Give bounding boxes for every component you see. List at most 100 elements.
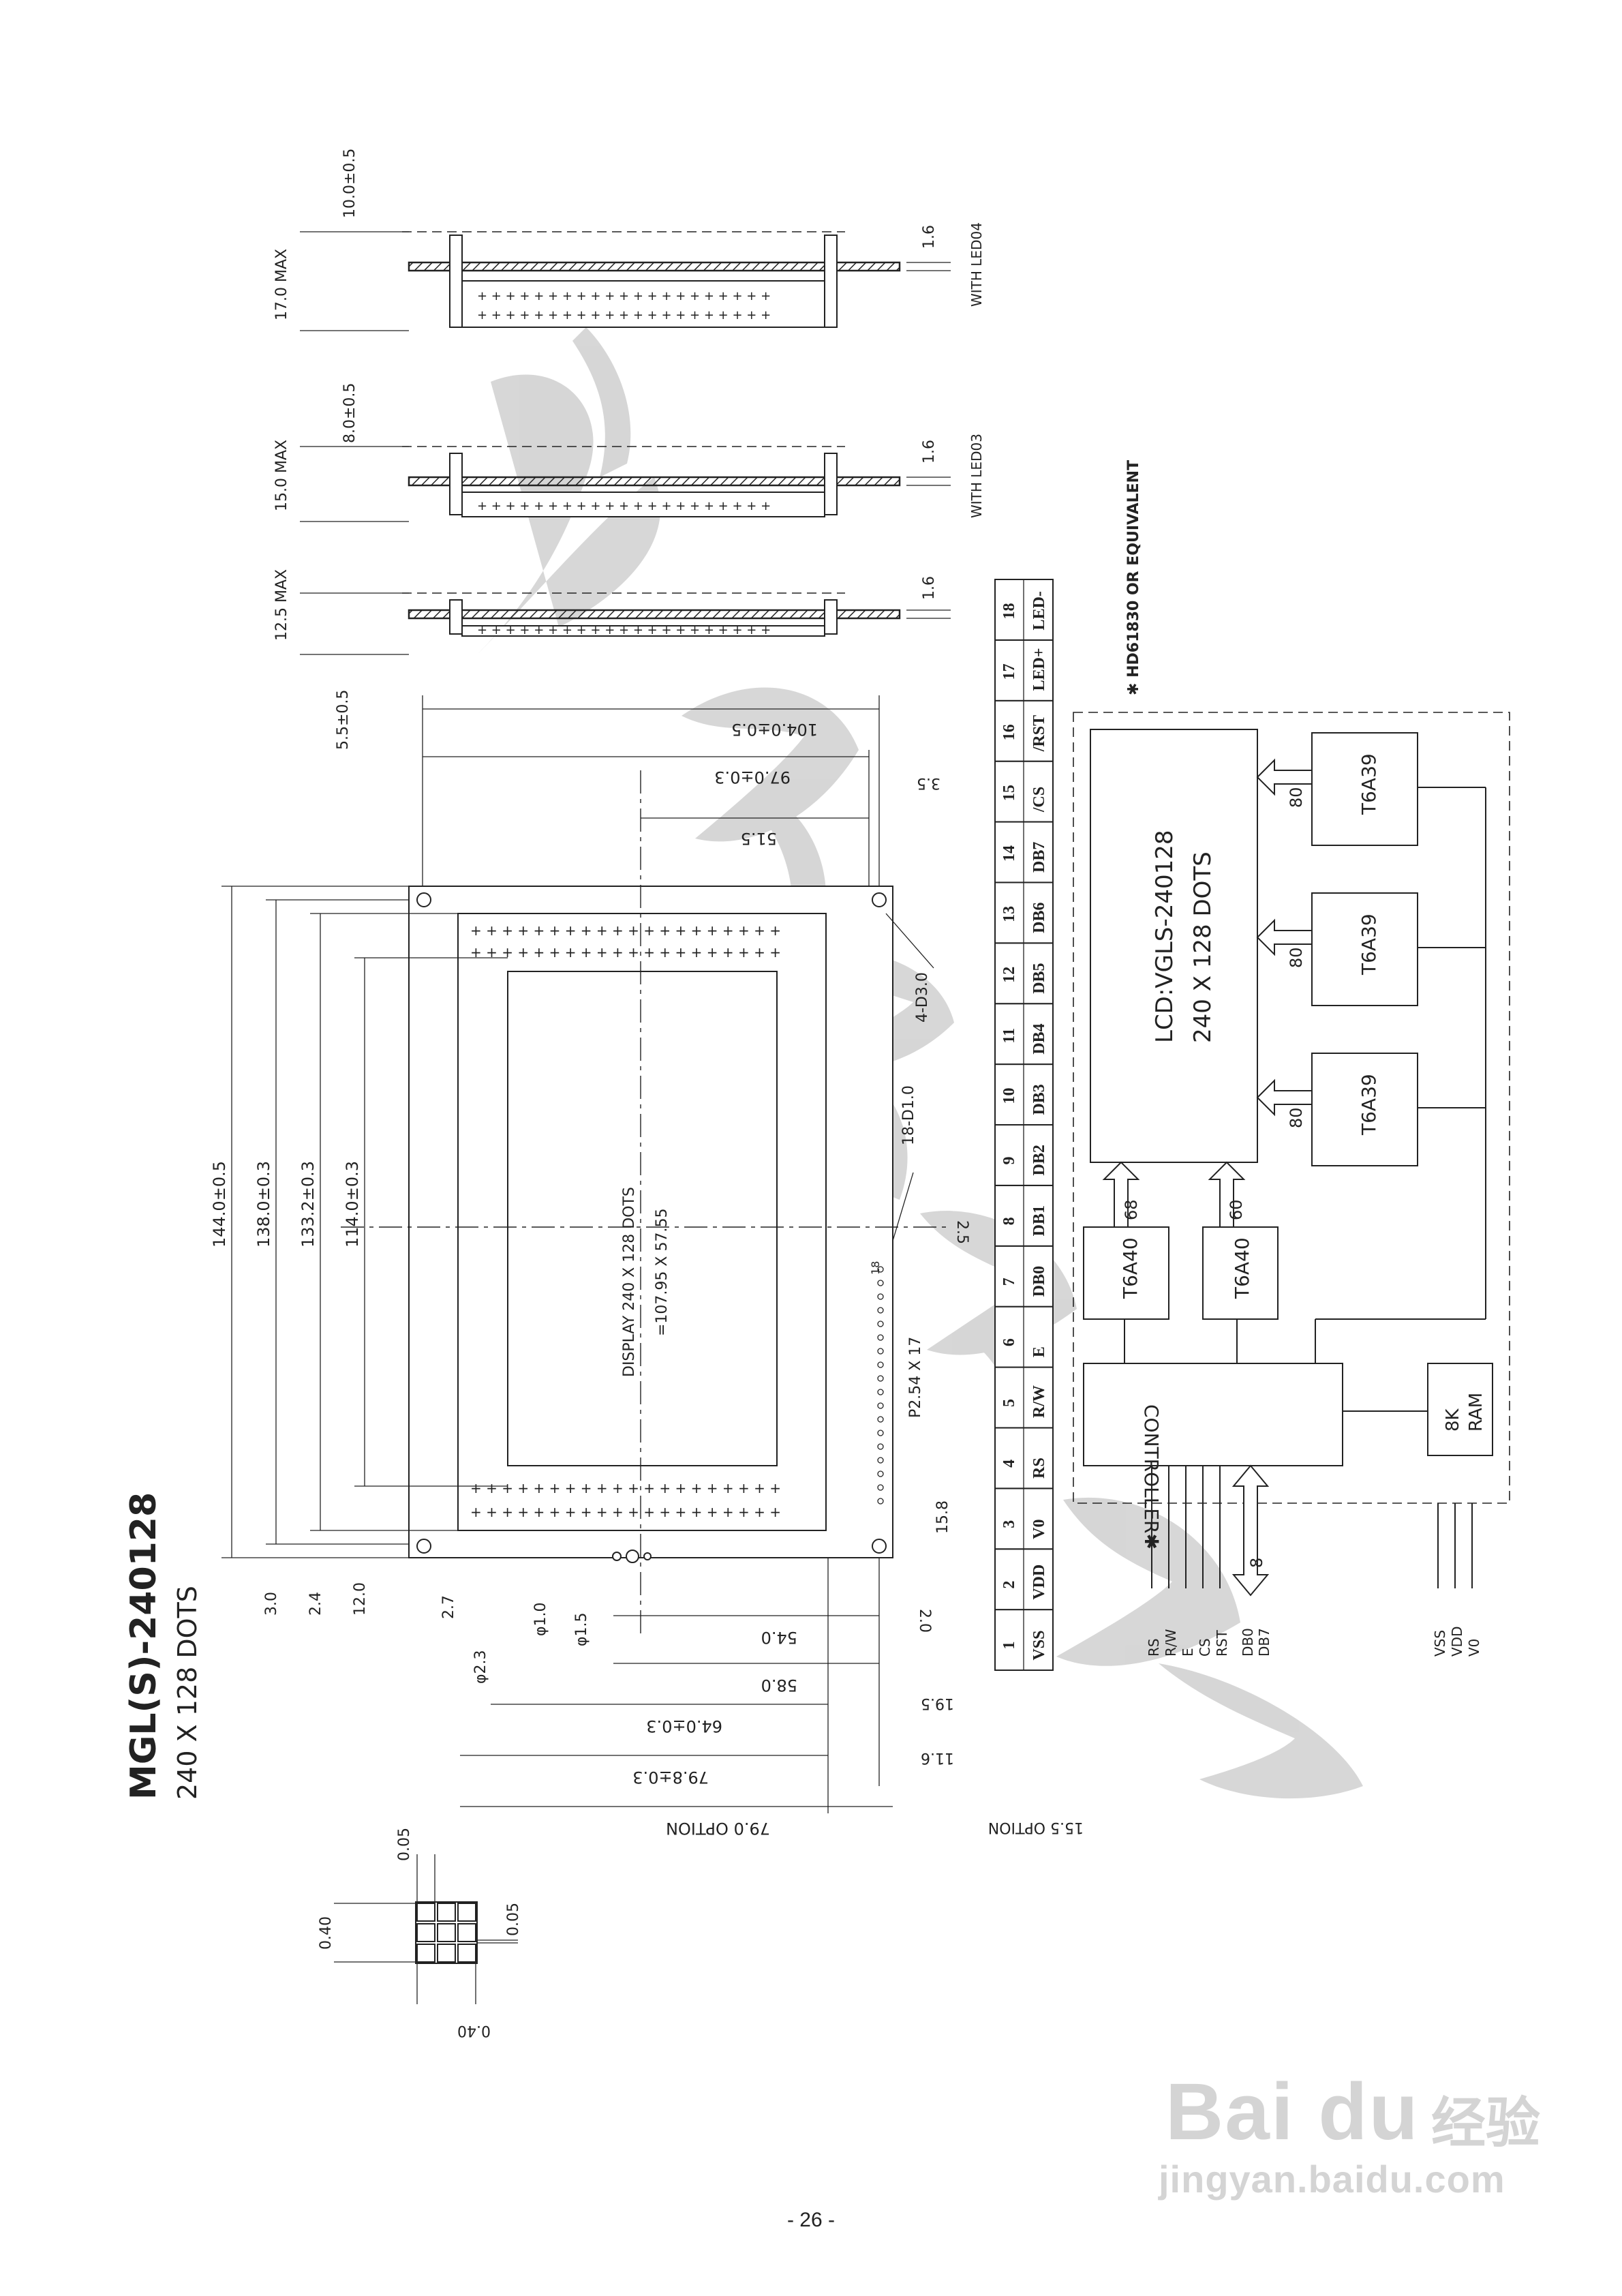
svg-text:+ + + + + + + + + + + + + + +: + + + + + + + + + + + + + + + + + + + + … <box>477 308 771 322</box>
pin-name: DB0 <box>1030 1266 1048 1297</box>
pin-number: 4 <box>1000 1460 1018 1468</box>
pin-number: 7 <box>1000 1278 1018 1286</box>
dim-3-5: 3.5 <box>917 774 940 791</box>
display-line2: =107.95 X 57.55 <box>654 1209 671 1336</box>
bus-arrow-60 <box>1208 1161 1246 1228</box>
dim-97: 97.0±0.3 <box>714 768 791 787</box>
ram-block <box>1427 1363 1493 1456</box>
lcd-line2: 240 X 128 DOTS <box>1189 851 1216 1043</box>
dim-133: 133.2±0.3 <box>299 1161 318 1248</box>
lcd-panel-block <box>1090 729 1258 1163</box>
pin-name: R/W <box>1030 1385 1048 1418</box>
dim-104: 104.0±0.5 <box>731 720 818 739</box>
dim-4d: 4-D3.0 <box>914 972 931 1023</box>
bezel-pattern: + + + + + + + + + + + + + + + + + + + + … <box>470 922 781 1520</box>
pin-name: DB2 <box>1030 1145 1048 1175</box>
dot-dim-d: 0.40 <box>457 2022 491 2039</box>
pin-name: RS <box>1030 1457 1048 1479</box>
pin-name: VDD <box>1030 1565 1048 1600</box>
dim-79-8: 79.8±0.3 <box>632 1768 709 1787</box>
ram-line1: 8K <box>1443 1408 1463 1432</box>
dim-2-0: 2.0 <box>916 1609 933 1633</box>
dim-54: 54.0 <box>761 1628 797 1647</box>
svg-text:+ + + + + + + + + + + + + + +: + + + + + + + + + + + + + + + + + + + + … <box>477 499 771 513</box>
block-note: ✱ HD61830 OR EQUIVALENT <box>1125 460 1142 695</box>
dim-2-5: 2.5 <box>953 1220 970 1244</box>
sv1-thickness: 1.6 <box>921 576 938 600</box>
dim-phi15: φ1.5 <box>573 1613 590 1647</box>
dim-2-7: 2.7 <box>440 1595 457 1619</box>
sig-rst: RST <box>1214 1629 1230 1657</box>
dim-19-5: 19.5 <box>921 1695 954 1712</box>
pin-18-label: 18 <box>869 1261 882 1275</box>
sv2-thickness: 1.6 <box>921 440 938 464</box>
pin-name: /CS <box>1030 787 1048 813</box>
bus-arrow-80-1 <box>1256 758 1313 796</box>
sig-cs: CS <box>1197 1638 1213 1657</box>
svg-text:+ + + + + + + + + + + + + + +: + + + + + + + + + + + + + + + + + + + + <box>470 1504 781 1520</box>
t6a40-block-2 <box>1202 1226 1279 1320</box>
bus-arrow-80-2 <box>1256 918 1313 956</box>
dim-2-4: 2.4 <box>307 1592 324 1616</box>
side-view-3: + + + + + + + + + + + + + + + + + + + + … <box>300 231 951 331</box>
baidu-watermark: Bai du 经验 jingyan.baidu.com <box>1159 2066 1567 2202</box>
dim-3-0: 3.0 <box>263 1592 280 1616</box>
dim-15-5: 15.5 OPTION <box>988 1819 1084 1836</box>
t6a39-label-2: T6A39 <box>1358 913 1380 976</box>
dim-12: 12.0 <box>352 1582 369 1616</box>
pin-name: E <box>1030 1346 1048 1357</box>
side-view-2: + + + + + + + + + + + + + + + + + + + + … <box>300 446 951 522</box>
pin-name: DB3 <box>1030 1084 1048 1115</box>
pin-row <box>877 1266 884 1505</box>
dim-58: 58.0 <box>761 1676 797 1695</box>
block-wiring <box>1124 787 1486 1597</box>
pin-name: LED- <box>1030 591 1048 630</box>
lcd-line1: LCD:VGLS-240128 <box>1151 830 1178 1043</box>
pin-number: 16 <box>1000 724 1018 740</box>
sv3-offset: 10.0±0.5 <box>341 149 358 218</box>
t6a39-block-2 <box>1311 892 1418 1006</box>
dim-79-opt: 79.0 OPTION <box>666 1819 770 1838</box>
bus-arrow-68 <box>1102 1161 1140 1228</box>
pin-name: V0 <box>1030 1519 1048 1539</box>
dim-phi23: φ2.3 <box>472 1650 489 1685</box>
svg-text:+ + + + + + + + + + + + + + +: + + + + + + + + + + + + + + + + + + + + <box>470 944 781 961</box>
sig-e: E <box>1180 1648 1196 1657</box>
pin-number: 17 <box>1000 663 1018 680</box>
sig-v0: V0 <box>1466 1639 1482 1657</box>
dim-144: 144.0±0.5 <box>210 1161 229 1248</box>
t6a39-block-3 <box>1311 1053 1418 1166</box>
t6a39-block-1 <box>1311 732 1418 846</box>
pin-name: LED+ <box>1030 648 1048 691</box>
sig-vdd: VDD <box>1449 1627 1465 1657</box>
dot-dim-a: 0.05 <box>396 1828 413 1861</box>
bus-80-2: 80 <box>1287 947 1306 968</box>
pin-number: 12 <box>1000 967 1018 983</box>
pin-name: VSS <box>1030 1631 1048 1661</box>
pin-name: DB4 <box>1030 1023 1048 1054</box>
dim-18d: 18-D1.0 <box>900 1085 917 1145</box>
pin-name: DB6 <box>1030 903 1048 933</box>
pin-number: 2 <box>1000 1581 1018 1589</box>
dim-138: 138.0±0.3 <box>254 1161 273 1248</box>
sig-rw: R/W <box>1163 1629 1179 1657</box>
dot-detail <box>334 1854 518 2004</box>
sv2-offset: 8.0±0.5 <box>341 383 358 443</box>
sv3-thickness: 1.6 <box>921 225 938 249</box>
bottom-dims <box>460 1558 893 1813</box>
pin-number: 11 <box>1000 1028 1018 1044</box>
left-dims <box>221 886 508 1558</box>
bus-60: 60 <box>1227 1199 1246 1220</box>
pin-number: 1 <box>1000 1642 1018 1650</box>
model-title: MGL(S)-240128 <box>123 1492 164 1800</box>
pin-number: 5 <box>1000 1399 1018 1407</box>
top-dims <box>422 695 880 886</box>
dim-phi10: φ1.0 <box>532 1603 549 1637</box>
sv3-option: WITH LED04 <box>968 222 985 307</box>
display-line1: DISPLAY 240 X 128 DOTS <box>621 1187 638 1377</box>
t6a40-label-1: T6A40 <box>1119 1237 1142 1299</box>
bus-arrow-80-3 <box>1256 1078 1313 1117</box>
ram-line2: RAM <box>1466 1393 1486 1432</box>
svg-text:+ + + + + + + + + + + + + + +: + + + + + + + + + + + + + + + + + + + + <box>470 922 781 939</box>
